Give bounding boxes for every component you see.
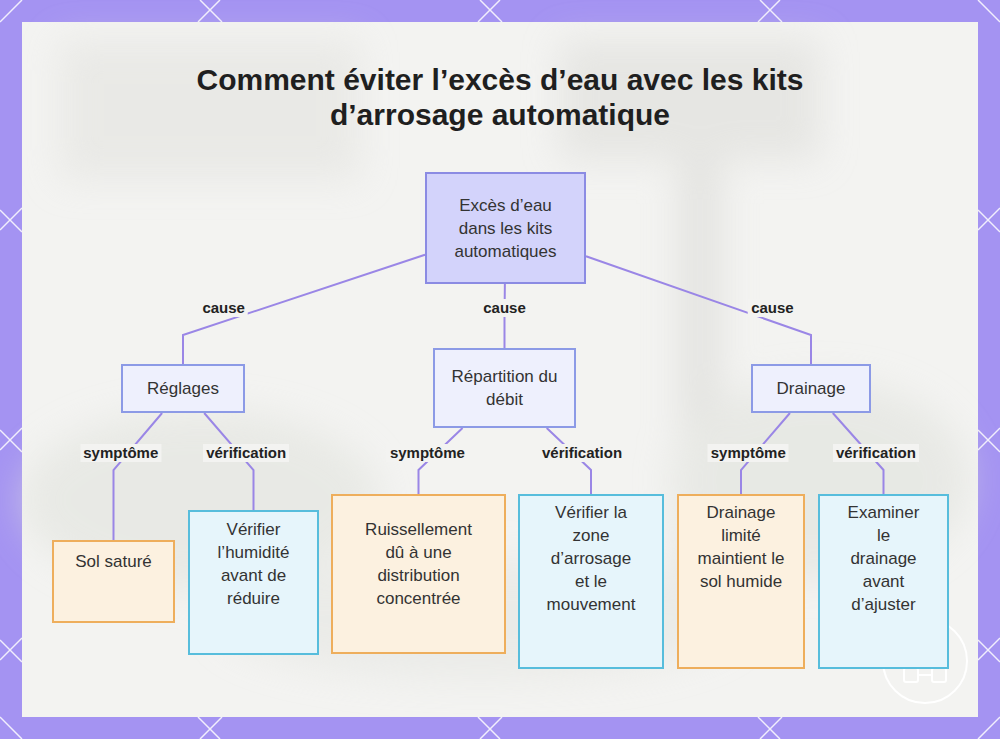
node-text: Sol saturé xyxy=(75,550,152,573)
node-text: Drainage limité maintient le sol humide xyxy=(697,501,785,593)
root-box: Excès d’eau dans les kits automatiques xyxy=(425,172,586,284)
node-text: Réglages xyxy=(147,377,219,400)
node-text: Drainage xyxy=(777,377,846,400)
node-text: Vérifier l’humidité avant de réduire xyxy=(206,518,301,610)
check-box: Vérifier l’humidité avant de réduire xyxy=(188,510,319,655)
cause-box: Drainage xyxy=(751,364,871,413)
edge-label: symptôme xyxy=(708,444,789,462)
diagram-title: Comment éviter l’excès d’eau avec les ki… xyxy=(150,62,850,132)
edge-label: cause xyxy=(199,299,248,317)
cause-box: Répartition du débit xyxy=(433,348,576,428)
node-text: Vérifier la zone d’arrosage et le mouvem… xyxy=(542,501,640,616)
node-text: Ruissellement dû à une distribution conc… xyxy=(359,518,478,610)
node-text: Excès d’eau dans les kits automatiques xyxy=(445,194,566,263)
connector xyxy=(586,256,811,364)
symptom-box: Ruissellement dû à une distribution conc… xyxy=(331,494,506,654)
edge-label: vérification xyxy=(539,444,625,462)
edge-label: symptôme xyxy=(80,444,161,462)
edge-label: vérification xyxy=(203,444,289,462)
check-box: Examiner le drainage avant d’ajuster xyxy=(818,494,949,669)
symptom-box: Drainage limité maintient le sol humide xyxy=(677,494,805,669)
check-box: Vérifier la zone d’arrosage et le mouvem… xyxy=(518,494,664,669)
panel xyxy=(22,22,978,717)
node-text: Répartition du débit xyxy=(447,365,562,411)
blurred-photo xyxy=(20,40,970,680)
edge-label: cause xyxy=(480,299,529,317)
connector xyxy=(114,413,163,540)
edge-label: cause xyxy=(748,299,797,317)
node-text: Examiner le drainage avant d’ajuster xyxy=(844,501,923,616)
connector xyxy=(183,255,425,364)
edge-label: symptôme xyxy=(387,444,468,462)
symptom-box: Sol saturé xyxy=(52,540,175,623)
cause-box: Réglages xyxy=(121,364,245,413)
edge-label: vérification xyxy=(833,444,919,462)
